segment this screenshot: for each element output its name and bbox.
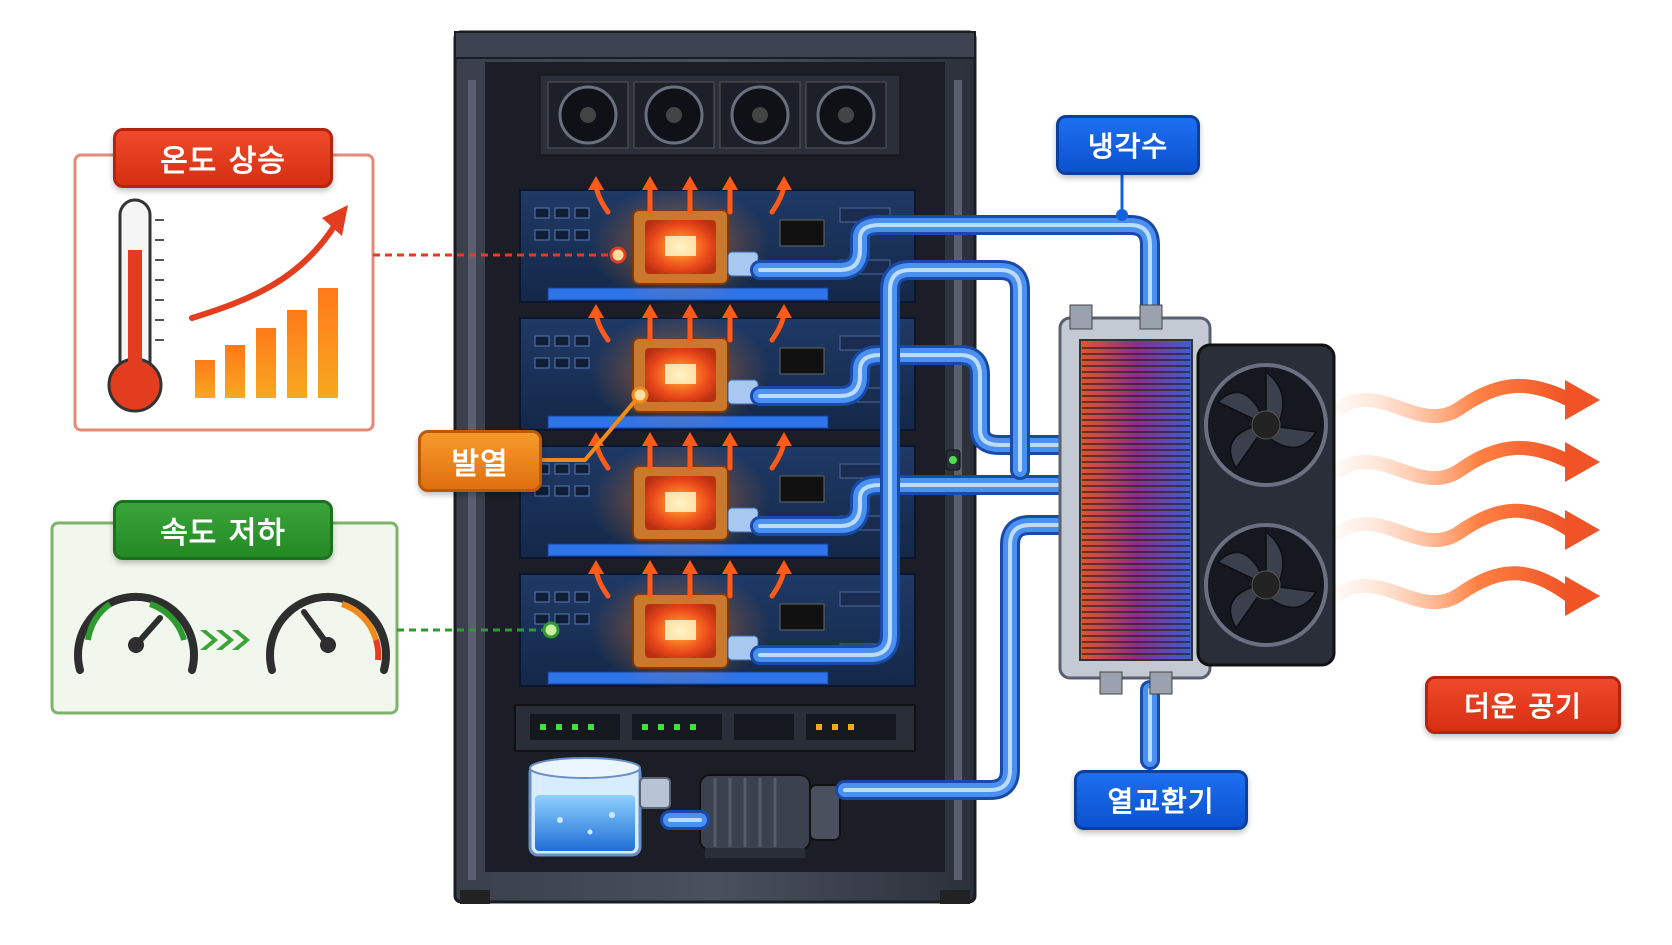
heat-connector-line	[535, 393, 642, 462]
temp-rise-label: 온도 상승	[113, 128, 333, 188]
heat-arrow-icon	[722, 176, 738, 215]
cpu-chip-icon	[632, 337, 729, 413]
server-board	[519, 304, 916, 433]
heat-arrow-icon	[682, 560, 698, 599]
server-rack	[453, 30, 977, 904]
heat-exchanger-label: 열교환기	[1074, 770, 1248, 830]
fan-icon	[719, 81, 801, 149]
heat-arrow-icon	[722, 432, 738, 471]
coolant-pipe-highlight	[758, 223, 1152, 312]
cpu-chip-icon	[632, 593, 729, 669]
hot-air-arrow-icon	[1565, 510, 1600, 550]
temp-connector-dot	[609, 246, 627, 264]
bar-chart-icon	[195, 288, 338, 398]
water-tank-icon	[528, 757, 671, 857]
hot-air-flow	[1333, 378, 1600, 616]
fan-icon	[633, 81, 715, 149]
speed-drop-label: 속도 저하	[113, 500, 333, 560]
heat-arrow-icon	[682, 176, 698, 215]
heat-exchanger-unit	[1058, 304, 1336, 695]
heat-arrow-icon	[642, 176, 658, 215]
server-board	[519, 560, 916, 689]
cpu-chip-icon	[632, 465, 729, 541]
fan-icon	[1204, 363, 1328, 487]
rack-top-fans	[539, 74, 901, 156]
network-switch	[514, 704, 916, 752]
coolant-connector-dot	[1116, 209, 1128, 221]
heat-label: 발열	[418, 430, 542, 492]
gauge-icon	[74, 592, 198, 674]
server-board	[519, 176, 916, 305]
heat-arrow-icon	[642, 432, 658, 471]
coolant-pipe-highlight	[758, 483, 1064, 528]
heat-arrow-icon	[769, 432, 792, 471]
hot-air-arrow-icon	[1565, 442, 1600, 482]
trend-arrow-icon	[189, 205, 348, 321]
heat-arrow-icon	[722, 560, 738, 599]
heat-arrow-icon	[588, 304, 611, 343]
heat-arrow-icon	[769, 304, 792, 343]
coolant-pipe-highlight	[843, 523, 1064, 792]
fan-icon	[547, 81, 629, 149]
heat-arrow-icon	[722, 304, 738, 343]
cpu-chip-icon	[632, 209, 729, 285]
gauge-icon	[266, 592, 390, 674]
heat-arrow-icon	[682, 432, 698, 471]
heat-arrow-icon	[682, 304, 698, 343]
temperature-panel	[73, 153, 375, 432]
heat-arrow-icon	[642, 304, 658, 343]
server-board	[519, 432, 916, 561]
fan-icon	[805, 81, 887, 149]
speed-connector-dot	[542, 621, 560, 639]
heat-arrow-icon	[588, 560, 611, 599]
heat-connector-dot	[631, 386, 649, 404]
hot-air-label: 더운 공기	[1425, 676, 1621, 734]
heat-arrow-icon	[588, 176, 611, 215]
heat-arrow-icon	[769, 560, 792, 599]
heat-arrow-icon	[642, 560, 658, 599]
coolant-label: 냉각수	[1056, 115, 1200, 175]
coolant-pipe-highlight	[758, 353, 1064, 447]
fan-icon	[1204, 523, 1328, 647]
hot-air-arrow-icon	[1565, 380, 1600, 420]
speed-panel	[50, 521, 399, 715]
coolant-pipe-highlight	[758, 268, 1022, 657]
hot-air-arrow-icon	[1565, 576, 1600, 616]
thermometer-icon	[107, 198, 164, 413]
chevron-right-icon	[200, 630, 250, 650]
heat-arrow-icon	[769, 176, 792, 215]
coolant-pipes	[660, 215, 1160, 830]
